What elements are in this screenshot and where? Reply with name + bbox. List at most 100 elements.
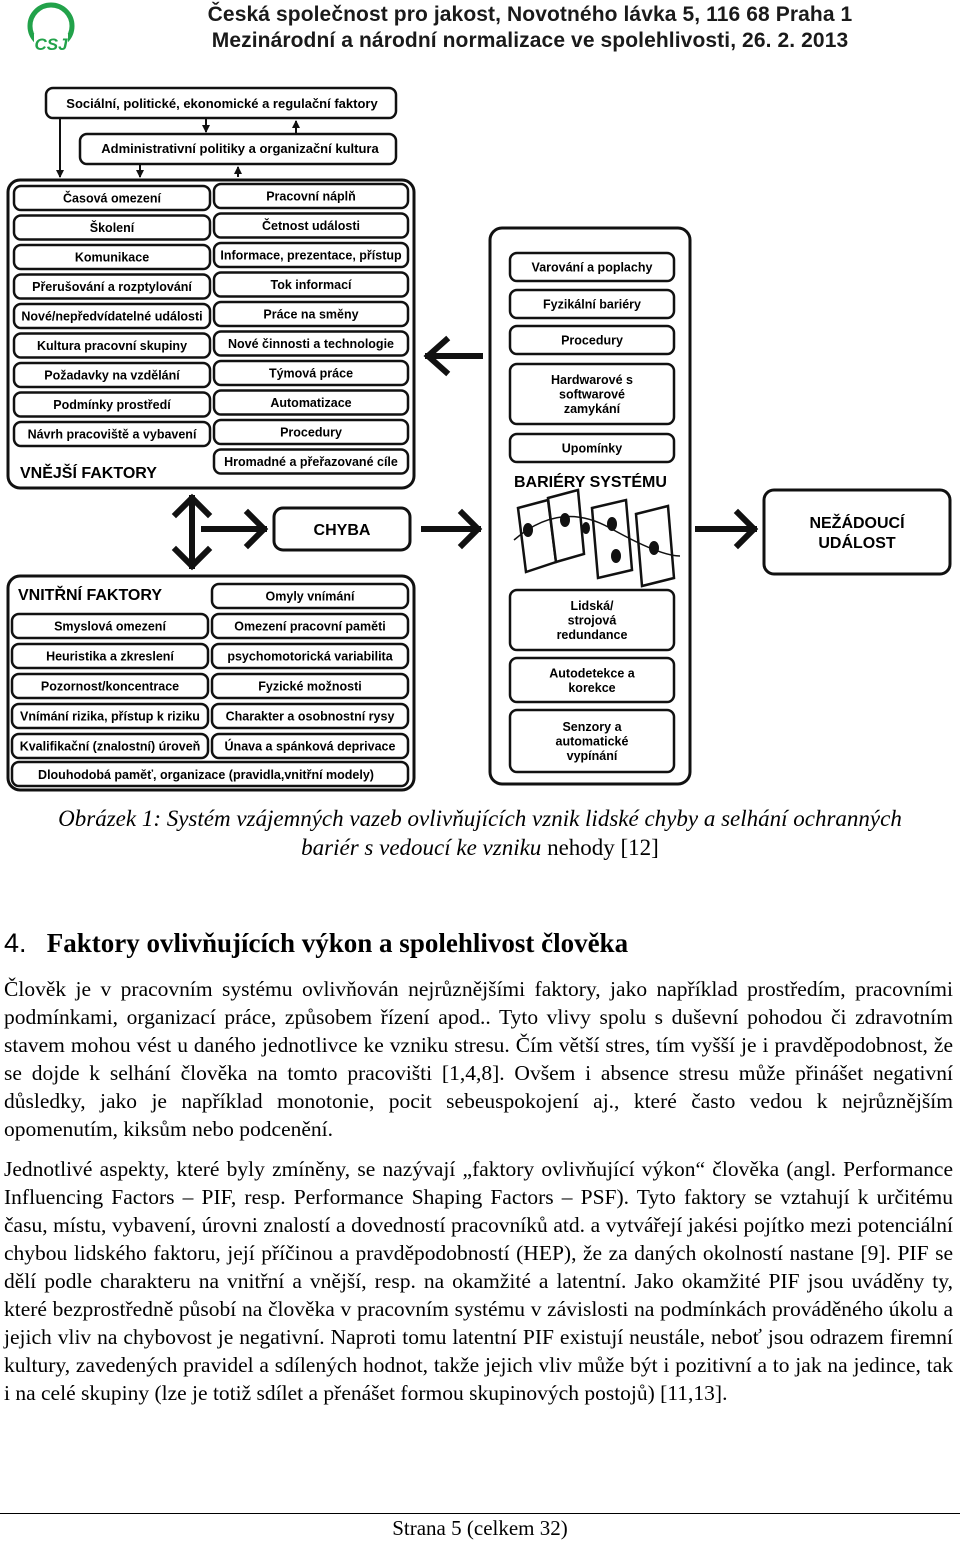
barrier-4-label: Upomínky [562,442,622,456]
barrier-3-label: softwarové [559,388,625,402]
ext-left-3-box [12,273,212,300]
barrier-lower-1-box [508,656,676,704]
barrier-lower-0-label: Lidská/ [570,599,614,613]
barrier-lower-2-label: vypínání [567,749,618,763]
barrier-lower-2-label: Senzory a [562,720,622,734]
page-footer: Strana 5 (celkem 32) [392,1516,568,1540]
swiss-cheese-slices [516,488,676,588]
barrier-3-box [508,362,676,426]
ext-right-9-label: Hromadné a přeřazované cíle [224,455,398,469]
ext-right-5-label: Nové činnosti a technologie [228,337,394,351]
internal-factors-title: VNITŘNÍ FAKTORY [18,585,162,604]
section-number: 4. [4,928,27,958]
int-left-0-label: Smyslová omezení [54,620,166,634]
ext-left-0-box [12,184,212,212]
int-right-0-label: Omyly vnímání [266,590,355,604]
ext-left-8-box [12,420,212,448]
barrier-lower-2-label: automatické [556,735,629,749]
barrier-3-label: Hardwarové s [551,373,633,387]
barrier-2-box [508,324,676,356]
ext-left-0-label: Časová omezení [63,191,161,206]
int-left-0-box [10,612,210,640]
ext-left-3-label: Přerušování a rozptylování [32,280,192,294]
int-left-4-label: Kvalifikační (znalostní) úroveň [20,740,201,754]
ext-right-4-label: Práce na směny [263,308,358,322]
csj-logo: CSJ [18,2,84,54]
ext-right-5-box [212,330,410,357]
barrier-lower-1-label: korekce [568,681,615,695]
footer-rule [0,1513,960,1514]
ext-right-8-label: Procedury [280,426,342,440]
logo-text: CSJ [34,35,68,54]
int-right-2-label: psychomotorická variabilita [227,650,393,664]
barrier-lower-2-box [508,708,676,774]
caption-upright: nehody [12] [547,835,659,860]
int-left-3-label: Vnímání rizika, přístup k riziku [20,710,200,724]
ext-left-2-label: Komunikace [75,251,149,265]
error-label: CHYBA [314,522,371,539]
ext-left-5-box [12,332,212,359]
ext-left-8-label: Návrh pracoviště a vybavení [28,428,197,442]
barrier-1-box [508,288,676,320]
barrier-1-label: Fyzikální bariéry [543,298,641,312]
ext-right-3-box [212,271,410,298]
undesired-event-label-2: UDÁLOST [818,533,896,552]
admin-policy-box [78,132,398,166]
barrier-lower-1-label: Autodetekce a [549,666,635,680]
int-right-3-label: Fyzické možnosti [258,680,362,694]
int-right-5-label: Únava a spánková deprivace [225,739,396,754]
ext-right-6-label: Týmová práce [269,367,353,381]
barrier-lower-0-box [508,588,676,652]
ext-right-9-box [212,448,410,475]
ext-right-8-box [212,418,410,446]
int-left-2-box [10,672,210,700]
int-right-5-box [210,732,410,760]
ext-left-7-box [12,391,212,418]
int-left-1-label: Heuristika a zkreslení [46,650,174,664]
undesired-event-label-1: NEŽÁDOUCÍ [809,513,905,532]
ext-left-4-box [12,302,212,330]
ext-left-6-label: Požadavky na vzdělání [44,369,180,383]
int-left-2-label: Pozornost/koncentrace [41,680,179,694]
ext-right-7-label: Automatizace [270,396,351,410]
figure-caption-line-2: bariér s vedoucí ke vzniku nehody [12] [0,833,960,862]
undesired-event-box [762,488,952,576]
barrier-0-box [508,251,676,283]
barrier-2-label: Procedury [561,334,623,348]
ext-left-7-label: Podmínky prostředí [53,398,171,412]
ext-right-3-label: Tok informací [270,278,352,292]
int-bottom-label: Dlouhodobá paměť, organizace (pravidla,v… [38,768,374,782]
admin-policy-label: Administrativní politiky a organizační k… [101,141,379,156]
int-right-0-box [210,582,410,610]
ext-right-1-label: Četnost události [262,218,360,233]
system-barriers-title: BARIÉRY SYSTÉMU [514,472,667,491]
ext-right-0-box [212,182,410,210]
ext-right-2-box [212,241,410,269]
barrier-lower-0-label: strojová [568,614,617,628]
ext-right-7-box [212,389,410,416]
ext-right-1-box [212,212,410,239]
int-right-4-box [210,702,410,730]
header-line-2: Mezinárodní a národní normalizace ve spo… [211,29,849,52]
barrier-4-box [508,432,676,464]
ext-left-2-box [12,243,212,271]
ext-left-1-box [12,214,212,241]
paragraph-1: Člověk je v pracovním systému ovlivňován… [4,977,953,1141]
paragraph-2: Jednotlivé aspekty, které byly zmíněny, … [4,1157,953,1405]
section-heading: 4. Faktory ovlivňujících výkon a spolehl… [4,928,628,959]
int-right-1-box [210,612,410,640]
human-error-diagram: Sociální, politické, ekonomické a regula… [6,86,952,792]
figure-caption-line-1: Obrázek 1: Systém vzájemných vazeb ovliv… [58,806,902,831]
top-factors-box [44,86,398,120]
ext-right-4-box [212,300,410,328]
int-right-2-box [210,642,410,670]
barrier-0-label: Varování a poplachy [532,261,653,275]
int-left-4-box [10,732,210,760]
ext-left-6-box [12,361,212,389]
ext-left-5-label: Kultura pracovní skupiny [37,339,187,353]
barrier-3-label: zamykání [564,402,621,416]
top-factors-label: Sociální, politické, ekonomické a regula… [66,96,378,111]
int-right-4-label: Charakter a osobnostní rysy [226,710,395,724]
error-box [272,506,412,552]
ext-left-1-label: Školení [90,220,135,235]
